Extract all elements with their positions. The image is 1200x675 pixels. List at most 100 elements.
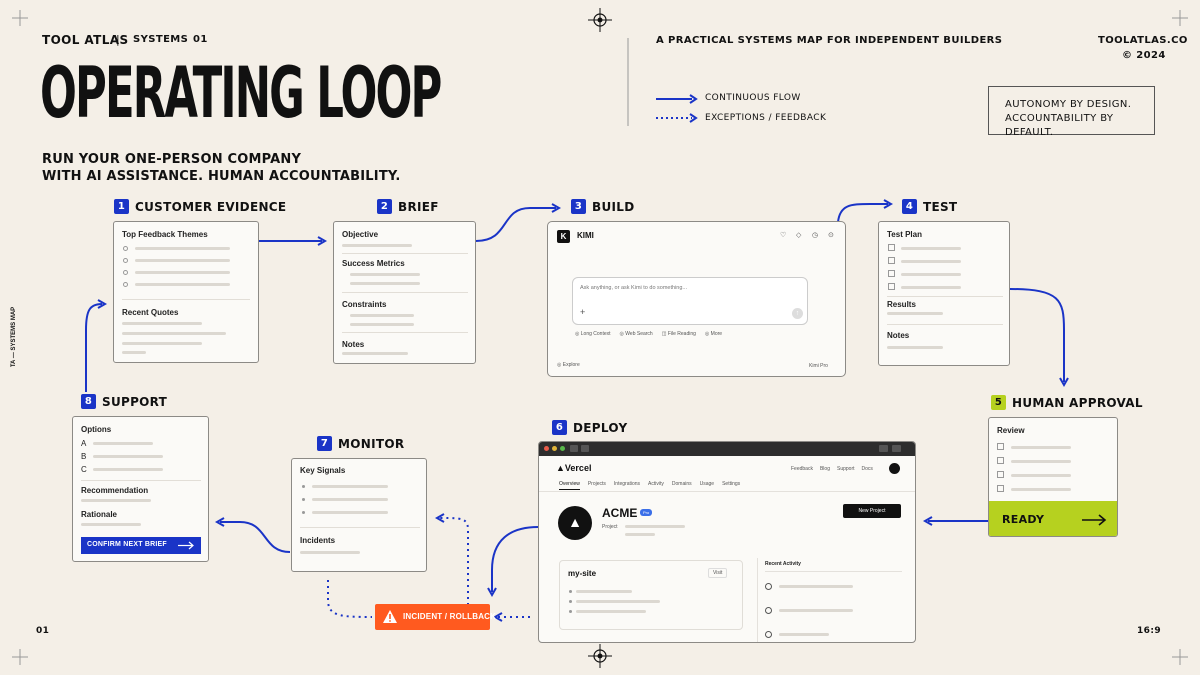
vercel-window: ▲Vercel Feedback Blog Support Docs Overv… <box>538 441 916 643</box>
motto-line-2: ACCOUNTABILITY BY DEFAULT. <box>1005 113 1114 138</box>
brand-name: TOOL ATLAS <box>42 33 129 47</box>
step-1-heading: 1 CUSTOMER EVIDENCE <box>114 199 286 214</box>
kimi-pin-icon[interactable]: ◇ <box>796 232 802 239</box>
step-4-label: TEST <box>923 199 958 214</box>
page-title: OPERATING LOOP <box>40 52 442 134</box>
step-4-heading: 4 TEST <box>902 199 957 214</box>
step-1-label: CUSTOMER EVIDENCE <box>135 199 287 214</box>
my-site-title: my-site <box>568 569 597 578</box>
support-option-b: B <box>81 452 87 461</box>
kimi-window: K KIMI ♡ ◇ ◷ ⊙ Ask anything, or ask Kimi… <box>547 221 846 377</box>
brief-card: Objective Success Metrics Constraints No… <box>333 221 476 364</box>
support-options-heading: Options <box>81 425 112 434</box>
step-1-badge: 1 <box>114 199 129 214</box>
ready-arrow-icon <box>1082 514 1107 526</box>
visit-button[interactable]: Visit <box>708 568 728 578</box>
vercel-project-badge: Pro <box>640 509 653 516</box>
vercel-tab-integrations[interactable]: Integrations <box>613 481 641 487</box>
step-8-label: SUPPORT <box>102 394 168 409</box>
vercel-nav-blog[interactable]: Blog <box>819 466 830 472</box>
support-option-a: A <box>81 439 87 448</box>
vercel-nav-feedback[interactable]: Feedback <box>791 466 813 472</box>
my-site-card[interactable]: my-site Visit <box>559 560 743 630</box>
legend-arrows <box>656 94 698 123</box>
ready-label: READY <box>1002 513 1045 526</box>
evidence-quotes-heading: Recent Quotes <box>122 308 179 317</box>
incident-rollback-button[interactable]: INCIDENT / ROLLBACK <box>375 604 496 630</box>
acme-logo-icon: ▲ <box>558 506 592 540</box>
window-maximize-icon[interactable] <box>560 446 565 451</box>
vercel-project-sub: Project <box>602 524 618 530</box>
warning-icon <box>383 610 397 623</box>
registration-mark-bottom-icon <box>588 644 612 668</box>
confirm-next-brief-button[interactable]: CONFIRM NEXT BRIEF <box>81 537 201 554</box>
step-7-label: MONITOR <box>338 436 405 451</box>
confirm-next-brief-label: CONFIRM NEXT BRIEF <box>87 541 167 548</box>
vercel-avatar[interactable] <box>889 463 900 474</box>
vercel-tab-activity[interactable]: Activity <box>648 481 664 487</box>
vercel-tab-usage[interactable]: Usage <box>699 481 715 487</box>
vercel-tabs: Overview Projects Integrations Activity … <box>559 481 740 490</box>
header-divider: | <box>116 33 121 46</box>
subtitle-line-2: WITH AI ASSISTANCE. HUMAN ACCOUNTABILITY… <box>42 169 401 184</box>
window-close-icon[interactable] <box>544 446 549 451</box>
recent-activity-heading: Recent Activity <box>765 561 801 567</box>
step-3-label: BUILD <box>592 199 635 214</box>
step-8-heading: 8 SUPPORT <box>81 394 167 409</box>
subtitle-line-1: RUN YOUR ONE-PERSON COMPANY <box>42 152 302 167</box>
kimi-send-icon[interactable]: ↑ <box>792 308 803 319</box>
support-option-c: C <box>81 465 87 474</box>
header-number: 01 <box>193 34 208 45</box>
kimi-prompt-box[interactable]: Ask anything, or ask Kimi to do somethin… <box>572 277 808 325</box>
kimi-chips: ◎ Long Context ◎ Web Search ◫ File Readi… <box>575 331 722 337</box>
vercel-project-name: ACME <box>602 506 638 520</box>
step-2-heading: 2 BRIEF <box>377 199 439 214</box>
new-project-button[interactable]: New Project <box>843 504 901 518</box>
motto-box: AUTONOMY BY DESIGN. ACCOUNTABILITY BY DE… <box>988 86 1155 138</box>
legend-continuous: CONTINUOUS FLOW <box>705 93 801 103</box>
header-copyright: © 2024 <box>1122 50 1166 61</box>
ready-button[interactable]: READY <box>989 501 1117 536</box>
vercel-nav-docs[interactable]: Docs <box>861 466 873 472</box>
support-recommendation-heading: Recommendation <box>81 486 149 495</box>
step-3-heading: 3 BUILD <box>571 199 634 214</box>
vercel-nav-right: Feedback Blog Support Docs <box>791 466 873 472</box>
vercel-tab-domains[interactable]: Domains <box>671 481 692 487</box>
step-6-badge: 6 <box>552 420 567 435</box>
monitor-card: Key Signals Incidents <box>291 458 427 572</box>
evidence-themes-heading: Top Feedback Themes <box>122 230 208 239</box>
vercel-nav-support[interactable]: Support <box>836 466 855 472</box>
kimi-chip-more[interactable]: ◎ More <box>704 331 723 337</box>
step-5-heading: 5 HUMAN APPROVAL <box>991 395 1143 410</box>
step-2-label: BRIEF <box>398 199 439 214</box>
kimi-chip-file-reading[interactable]: ◫ File Reading <box>661 331 696 337</box>
vercel-brand: ▲Vercel <box>556 463 592 473</box>
kimi-explore-link[interactable]: ◎ Explore <box>557 362 580 368</box>
registration-mark-top-icon <box>588 8 612 32</box>
header-site: TOOLATLAS.CO <box>1098 35 1188 46</box>
window-minimize-icon[interactable] <box>552 446 557 451</box>
kimi-settings-icon[interactable]: ⊙ <box>828 232 834 239</box>
kimi-clock-icon[interactable]: ◷ <box>812 232 819 239</box>
step-2-badge: 2 <box>377 199 392 214</box>
incident-rollback-label: INCIDENT / ROLLBACK <box>403 612 497 621</box>
footer-left: 01 <box>36 626 50 636</box>
vercel-tab-settings[interactable]: Settings <box>722 481 741 487</box>
kimi-add-icon[interactable]: + <box>580 307 586 317</box>
brief-notes: Notes <box>342 340 365 349</box>
approval-card: Review READY <box>988 417 1118 537</box>
header-section: SYSTEMS <box>133 34 189 45</box>
vercel-tab-projects[interactable]: Projects <box>587 481 606 487</box>
footer-right: 16:9 <box>1137 626 1161 636</box>
vercel-tab-overview[interactable]: Overview <box>559 481 580 490</box>
test-notes-heading: Notes <box>887 331 910 340</box>
kimi-chip-web-search[interactable]: ◎ Web Search <box>619 331 653 337</box>
monitor-signals-heading: Key Signals <box>300 466 346 475</box>
kimi-prompt-input[interactable]: Ask anything, or ask Kimi to do somethin… <box>580 285 687 291</box>
brief-metrics: Success Metrics <box>342 259 405 268</box>
step-6-label: DEPLOY <box>573 420 628 435</box>
kimi-chip-long-context[interactable]: ◎ Long Context <box>575 331 611 337</box>
step-7-heading: 7 MONITOR <box>317 436 404 451</box>
kimi-heart-icon[interactable]: ♡ <box>780 232 787 239</box>
